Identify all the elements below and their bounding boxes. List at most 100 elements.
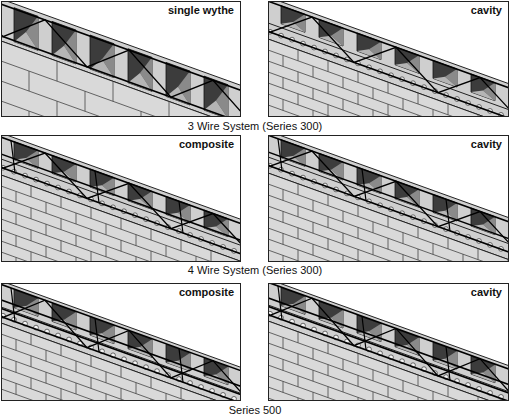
core-shade — [433, 77, 457, 87]
cross-tie — [278, 286, 282, 320]
head-joint — [313, 244, 314, 255]
head-joint — [85, 91, 86, 111]
head-joint — [343, 233, 344, 244]
mortar-joint — [1, 182, 241, 262]
head-joint — [298, 354, 299, 365]
cross-tie — [362, 316, 366, 350]
head-joint — [298, 206, 299, 217]
panel-label: composite — [176, 138, 237, 151]
head-joint — [283, 189, 284, 200]
head-joint — [328, 239, 329, 250]
head-joint — [343, 99, 344, 110]
wall-section — [1, 283, 241, 401]
longitudinal-wire — [268, 162, 509, 256]
head-joint — [448, 238, 449, 249]
head-joint — [76, 383, 77, 394]
head-joint — [373, 244, 374, 255]
head-joint — [298, 72, 299, 83]
head-joint — [463, 254, 464, 262]
longitudinal-wire — [268, 294, 509, 388]
head-joint — [16, 339, 17, 350]
wythe-joint — [1, 155, 241, 249]
detail-panel: composite — [1, 283, 241, 401]
head-joint — [136, 383, 137, 394]
head-joint — [31, 334, 32, 345]
head-joint — [298, 94, 299, 105]
head-joint — [403, 255, 404, 262]
head-joint — [151, 251, 152, 262]
head-joint — [106, 394, 107, 401]
wythe-joint — [1, 303, 241, 397]
mortar-joint — [268, 57, 509, 117]
head-joint — [343, 381, 344, 392]
longitudinal-wire — [268, 148, 509, 242]
head-joint — [418, 375, 419, 386]
detail-panel: composite — [1, 135, 241, 262]
longitudinal-wire — [1, 164, 241, 258]
head-joint — [358, 249, 359, 260]
detail-panel: cavity — [268, 1, 509, 117]
head-joint — [16, 383, 17, 394]
panel-label: cavity — [468, 138, 505, 151]
longitudinal-wire — [1, 32, 241, 117]
head-joint — [433, 391, 434, 401]
cross-wire — [1, 1, 241, 117]
mortar-joint — [268, 79, 509, 117]
head-joint — [31, 230, 32, 241]
system-caption: 3 Wire System (Series 300) — [186, 120, 324, 133]
wall-section — [268, 283, 509, 401]
wall-section — [1, 1, 241, 117]
head-joint — [181, 388, 182, 399]
head-joint — [343, 211, 344, 222]
head-joint — [46, 224, 47, 235]
mortar-joint — [1, 226, 241, 262]
wythe-joint — [268, 153, 509, 247]
system-caption: 4 Wire System (Series 300) — [186, 264, 324, 277]
head-joint — [181, 240, 182, 251]
longitudinal-wire — [268, 1, 509, 92]
head-joint — [313, 88, 314, 99]
head-joint — [388, 216, 389, 227]
head-joint — [313, 222, 314, 233]
head-joint — [31, 378, 32, 389]
detail-panel: cavity — [268, 283, 509, 401]
head-joint — [373, 110, 374, 117]
mortar-joint — [268, 383, 509, 401]
head-joint — [283, 77, 284, 88]
head-joint — [106, 246, 107, 257]
head-joint — [388, 104, 389, 115]
head-joint — [298, 50, 299, 61]
head-joint — [403, 381, 404, 392]
head-joint — [328, 387, 329, 398]
mortar-joint — [1, 248, 241, 262]
wall-section — [1, 135, 241, 262]
head-joint — [388, 238, 389, 249]
head-joint — [358, 353, 359, 364]
head-joint — [478, 249, 479, 260]
wall-section — [268, 135, 509, 262]
head-joint — [358, 71, 359, 82]
head-joint — [57, 101, 58, 117]
head-joint — [166, 393, 167, 401]
head-joint — [91, 377, 92, 388]
block-core — [14, 8, 38, 51]
head-joint — [211, 251, 212, 262]
head-joint — [121, 218, 122, 229]
mortar-joint — [268, 213, 509, 262]
head-joint — [418, 93, 419, 104]
cross-tie — [179, 201, 183, 233]
head-joint — [448, 386, 449, 397]
longitudinal-wire — [268, 303, 509, 397]
block-core — [166, 62, 190, 105]
cross-wire — [1, 135, 241, 259]
cross-tie — [362, 169, 366, 201]
head-joint — [91, 229, 92, 240]
detail-panel: single wythe — [1, 1, 241, 117]
head-joint — [313, 392, 314, 401]
head-joint — [418, 227, 419, 238]
cross-tie — [11, 141, 15, 173]
cross-tie — [446, 199, 450, 231]
head-joint — [343, 77, 344, 88]
head-joint — [283, 337, 284, 348]
